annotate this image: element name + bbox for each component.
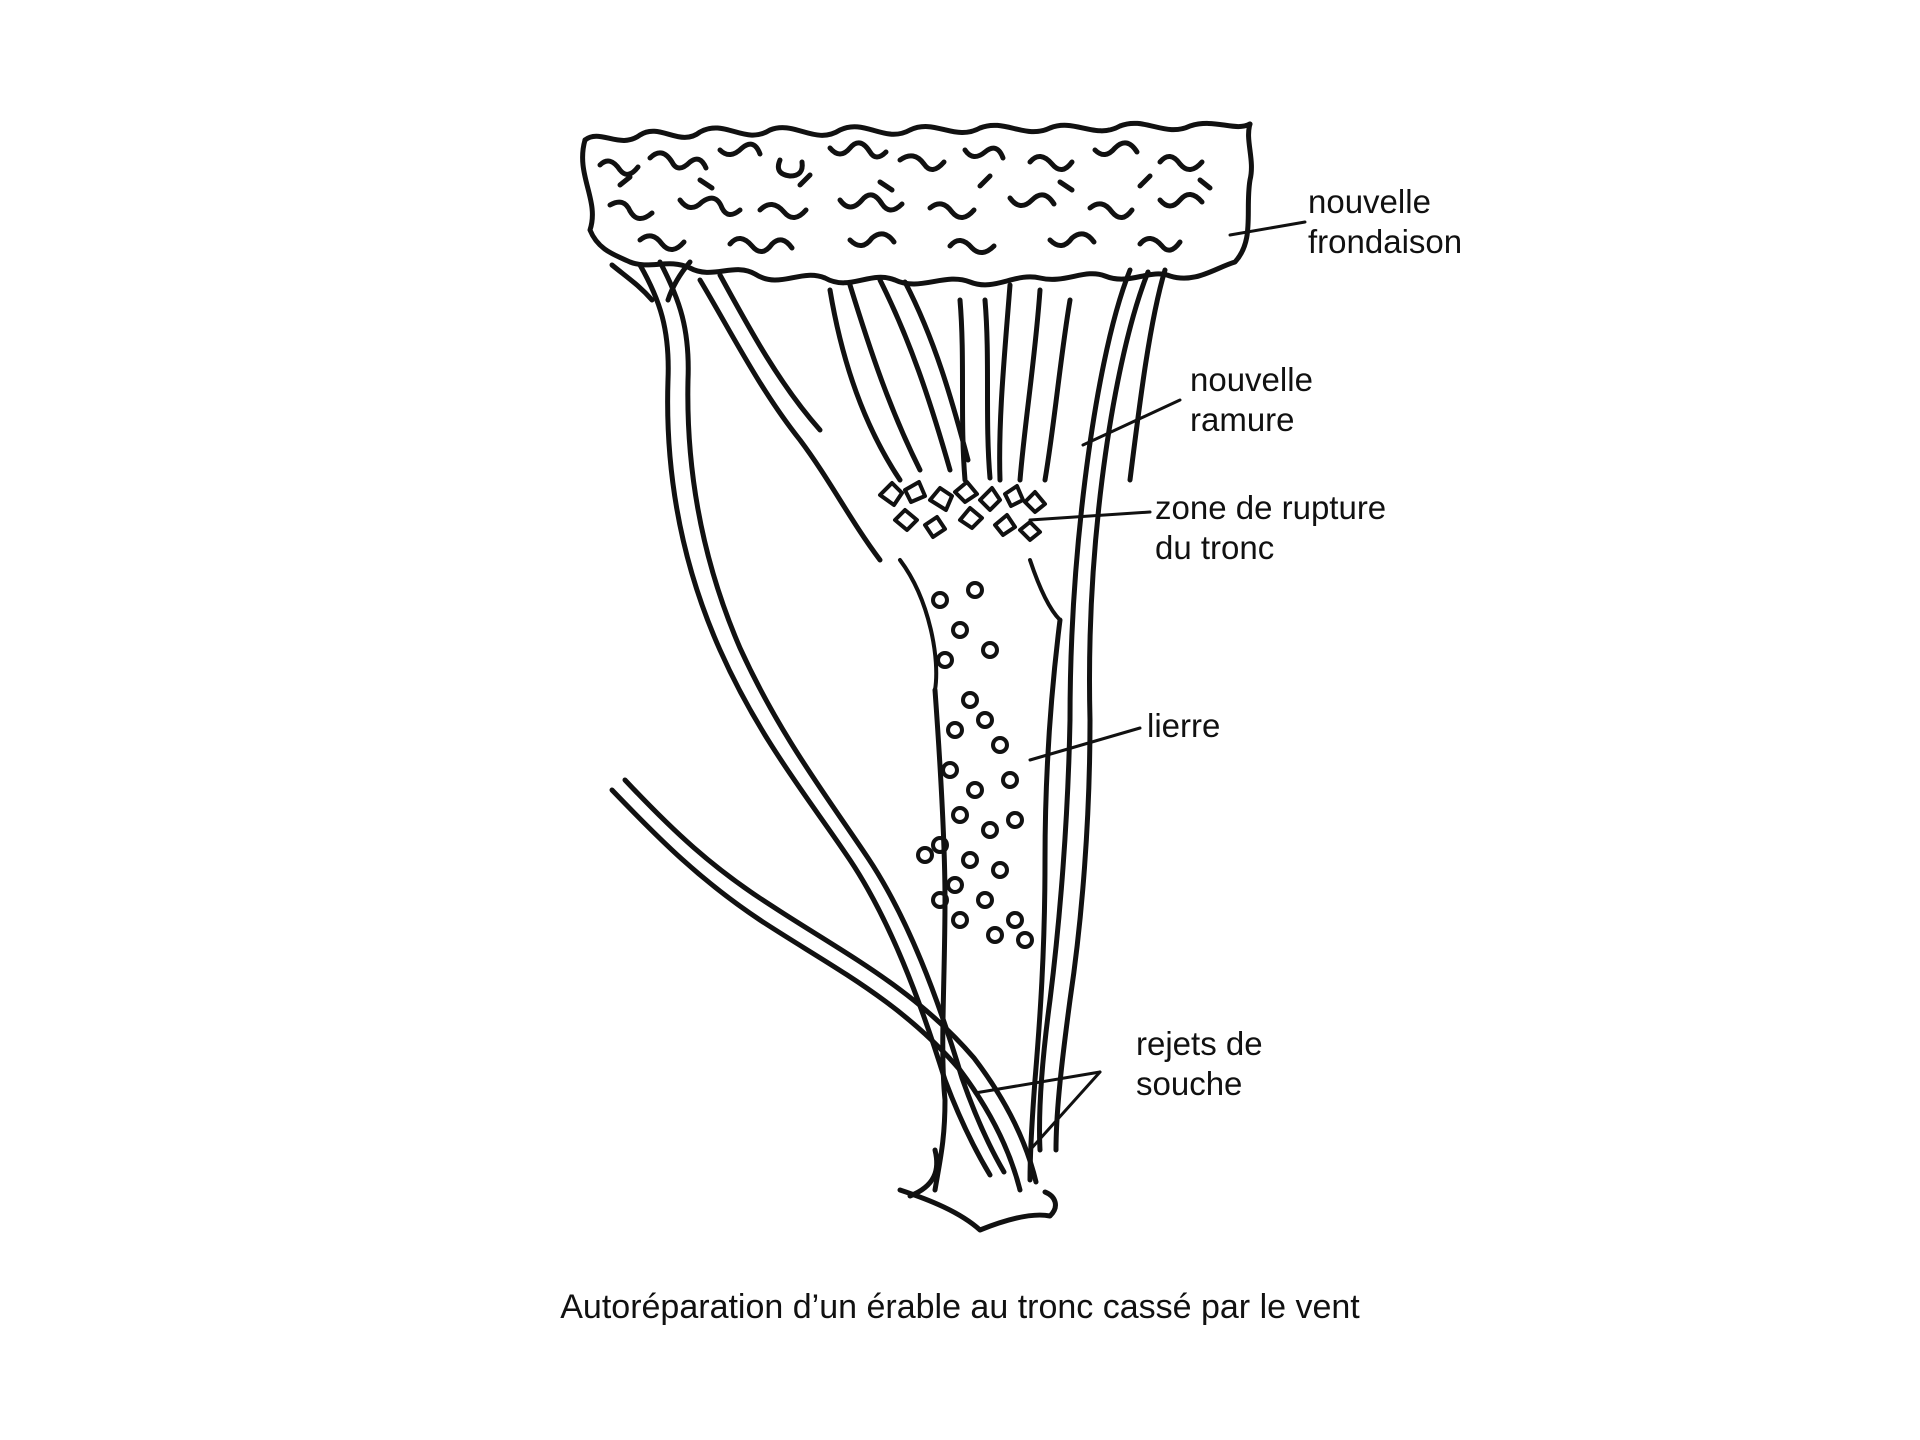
label-rejets-line1: rejets de [1136,1025,1263,1062]
rupture-zone [878,480,1062,692]
leader-lines [973,220,1307,1152]
label-rupture: zone de rupture du tronc [1155,488,1386,568]
label-rupture-line1: zone de rupture [1155,489,1387,526]
figure-caption: Autoréparation d’un érable au tronc cass… [560,1288,1360,1326]
canopy [580,120,1254,288]
label-frondaison-line1: nouvelle [1308,183,1431,220]
lower-left-branch [609,777,1039,1193]
label-rejets: rejets de souche [1136,1024,1263,1104]
label-lierre-line1: lierre [1147,707,1221,744]
label-ramure-line1: nouvelle [1190,361,1313,398]
label-lierre: lierre [1147,706,1220,746]
right-branch [1036,267,1168,1153]
label-ramure: nouvelle ramure [1190,360,1313,440]
label-rupture-line2: du tronc [1155,529,1275,566]
new-ramure-branches [697,272,1073,563]
trunk [897,617,1063,1233]
ivy [916,581,1034,949]
label-ramure-line2: ramure [1190,401,1295,438]
label-frondaison-line2: frondaison [1308,223,1463,260]
label-rejets-line2: souche [1136,1065,1243,1102]
label-frondaison: nouvelle frondaison [1308,182,1462,262]
